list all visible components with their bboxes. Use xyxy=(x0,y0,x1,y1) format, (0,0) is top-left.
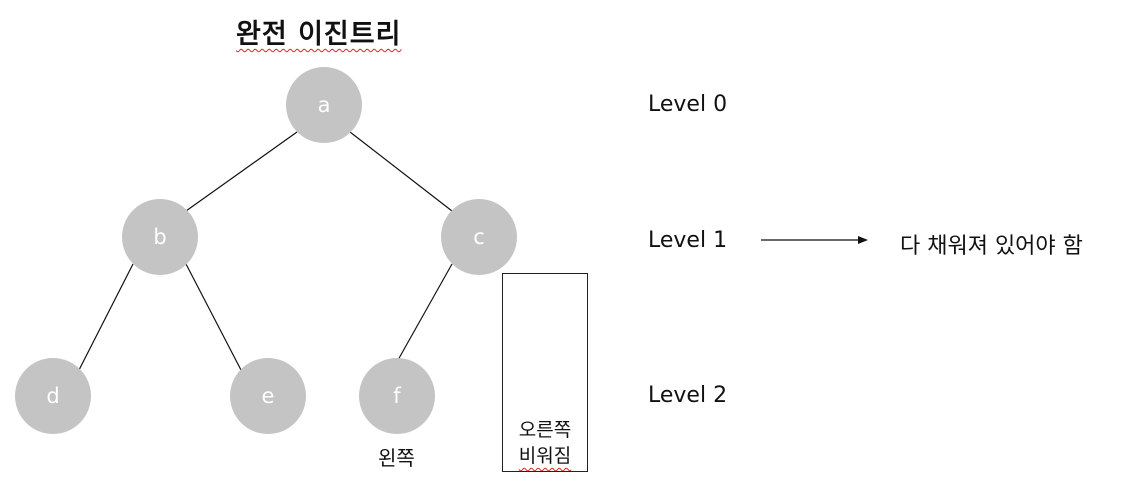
level-0-label: Level 0 xyxy=(648,92,728,117)
edge-b-d xyxy=(78,263,134,371)
tree-node-e: e xyxy=(230,358,306,434)
empty-right-slot-label: 오른쪽 비워짐 xyxy=(503,417,587,469)
tree-node-d: d xyxy=(15,358,91,434)
tree-node-b: b xyxy=(122,199,198,275)
tree-node-a-label: a xyxy=(317,93,331,117)
level1-arrow-head xyxy=(858,236,868,244)
tree-node-f-label: f xyxy=(393,384,401,408)
edge-c-f xyxy=(397,263,453,361)
edge-a-c xyxy=(349,131,453,212)
tree-node-c-label: c xyxy=(473,225,485,249)
level1-fill-note: 다 채워져 있어야 함 xyxy=(900,234,1083,259)
tree-node-e-label: e xyxy=(261,384,275,408)
empty-right-slot-line1: 오른쪽 xyxy=(518,419,572,441)
level-2-label: Level 2 xyxy=(648,383,728,408)
diagram-title: 완전 이진트리 xyxy=(236,12,401,51)
empty-right-slot-line2: 비워짐 xyxy=(518,445,572,467)
tree-node-a: a xyxy=(286,67,362,143)
tree-node-d-label: d xyxy=(46,384,60,408)
tree-node-f: f xyxy=(359,358,435,434)
tree-node-c: c xyxy=(441,199,517,275)
edge-b-e xyxy=(185,263,242,371)
diagram-title-text: 완전 이진트리 xyxy=(236,19,402,50)
left-child-note: 왼쪽 xyxy=(378,446,415,470)
tree-node-b-label: b xyxy=(153,225,167,249)
level-1-label: Level 1 xyxy=(648,228,728,253)
empty-right-slot-box: 오른쪽 비워짐 xyxy=(502,273,588,472)
edge-a-b xyxy=(185,131,298,212)
